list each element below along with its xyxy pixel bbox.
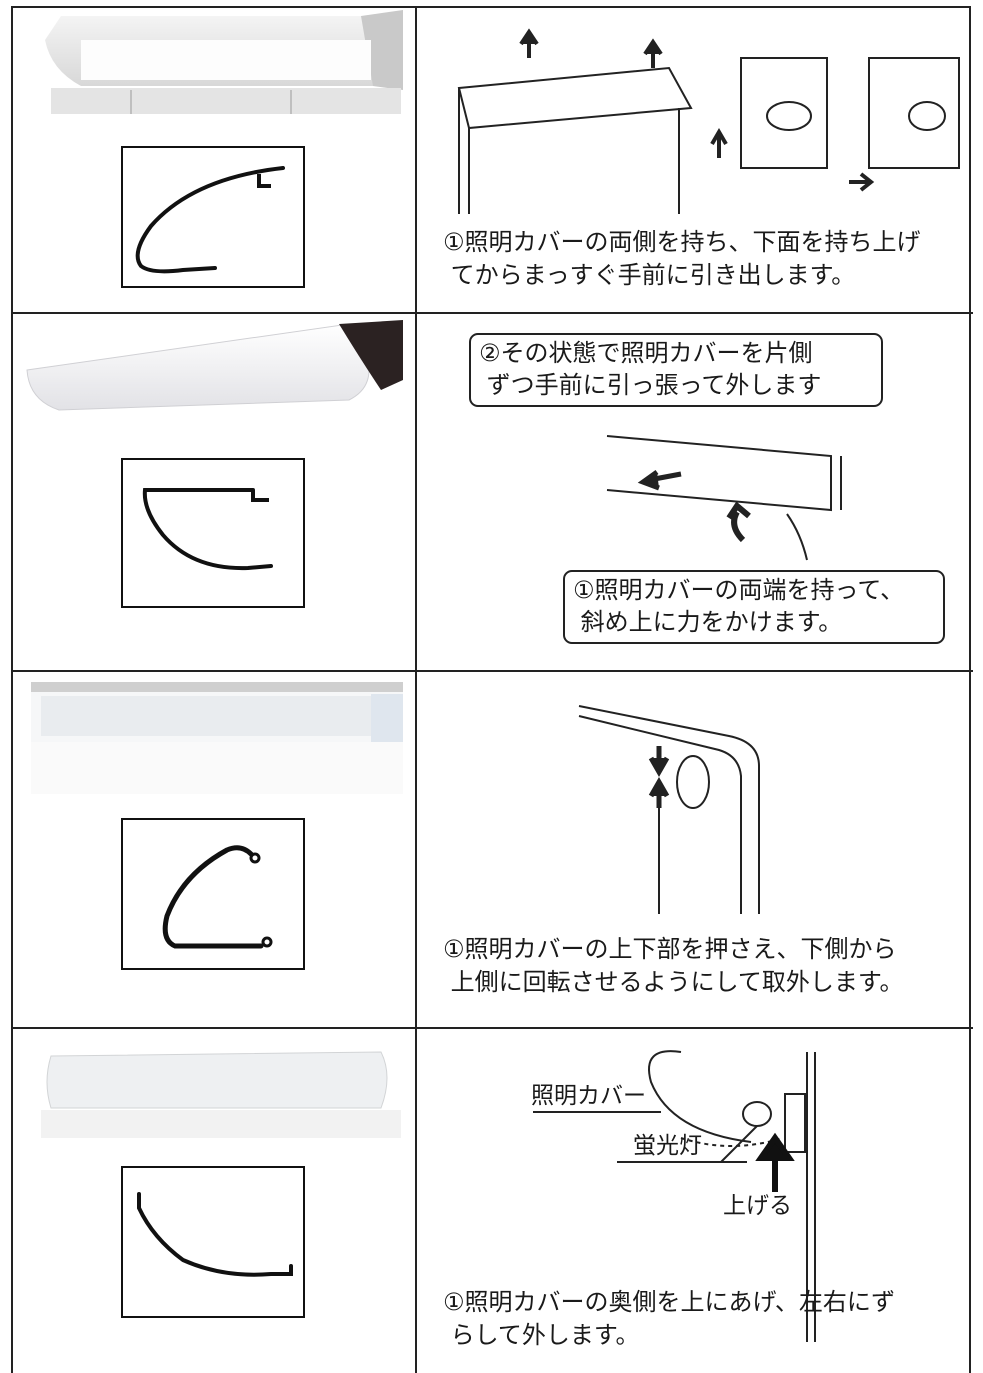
light-fixture-photo-1 bbox=[21, 10, 403, 114]
light-fixture-photo-3 bbox=[31, 682, 403, 794]
cover-profile-diagram-4 bbox=[121, 1166, 305, 1318]
removal-illustration-4 bbox=[521, 1042, 821, 1342]
cover-profile-diagram-3 bbox=[121, 818, 305, 970]
cover-profile-diagram-1 bbox=[121, 146, 305, 288]
callout-step-1: ①照明カバーの両端を持って、 斜め上に力をかけます。 bbox=[563, 570, 945, 644]
removal-illustration-2 bbox=[601, 414, 861, 564]
column-divider bbox=[415, 6, 417, 1373]
cover-profile-diagram-2 bbox=[121, 458, 305, 608]
label-raise: 上げる bbox=[723, 1193, 792, 1219]
label-lighting-cover: 照明カバー bbox=[531, 1083, 646, 1109]
removal-illustration-3 bbox=[559, 686, 799, 914]
step-caption-3: ①照明カバーの上下部を押さえ、下側から 上側に回転させるようにして取外します。 bbox=[443, 935, 904, 996]
light-fixture-photo-4 bbox=[41, 1046, 401, 1138]
instruction-table: ①照明カバーの両側を持ち、下面を持ち上げ てからまっすぐ手前に引き出します。 ②… bbox=[11, 6, 973, 1373]
step-caption-1: ①照明カバーの両側を持ち、下面を持ち上げ てからまっすぐ手前に引き出します。 bbox=[443, 228, 921, 289]
label-fluorescent-lamp: 蛍光灯 bbox=[633, 1133, 702, 1159]
step-caption-4: ①照明カバーの奥側を上にあげ、左右にず らして外します。 bbox=[443, 1288, 896, 1349]
removal-illustration-1 bbox=[429, 28, 969, 214]
row-divider-2 bbox=[11, 670, 973, 672]
callout-step-2: ②その状態で照明カバーを片側 ずつ手前に引っ張って外します bbox=[469, 333, 883, 407]
row-divider-3 bbox=[11, 1027, 973, 1029]
row-divider-1 bbox=[11, 312, 973, 314]
table-frame bbox=[11, 6, 971, 1373]
light-fixture-photo-2 bbox=[19, 320, 403, 432]
